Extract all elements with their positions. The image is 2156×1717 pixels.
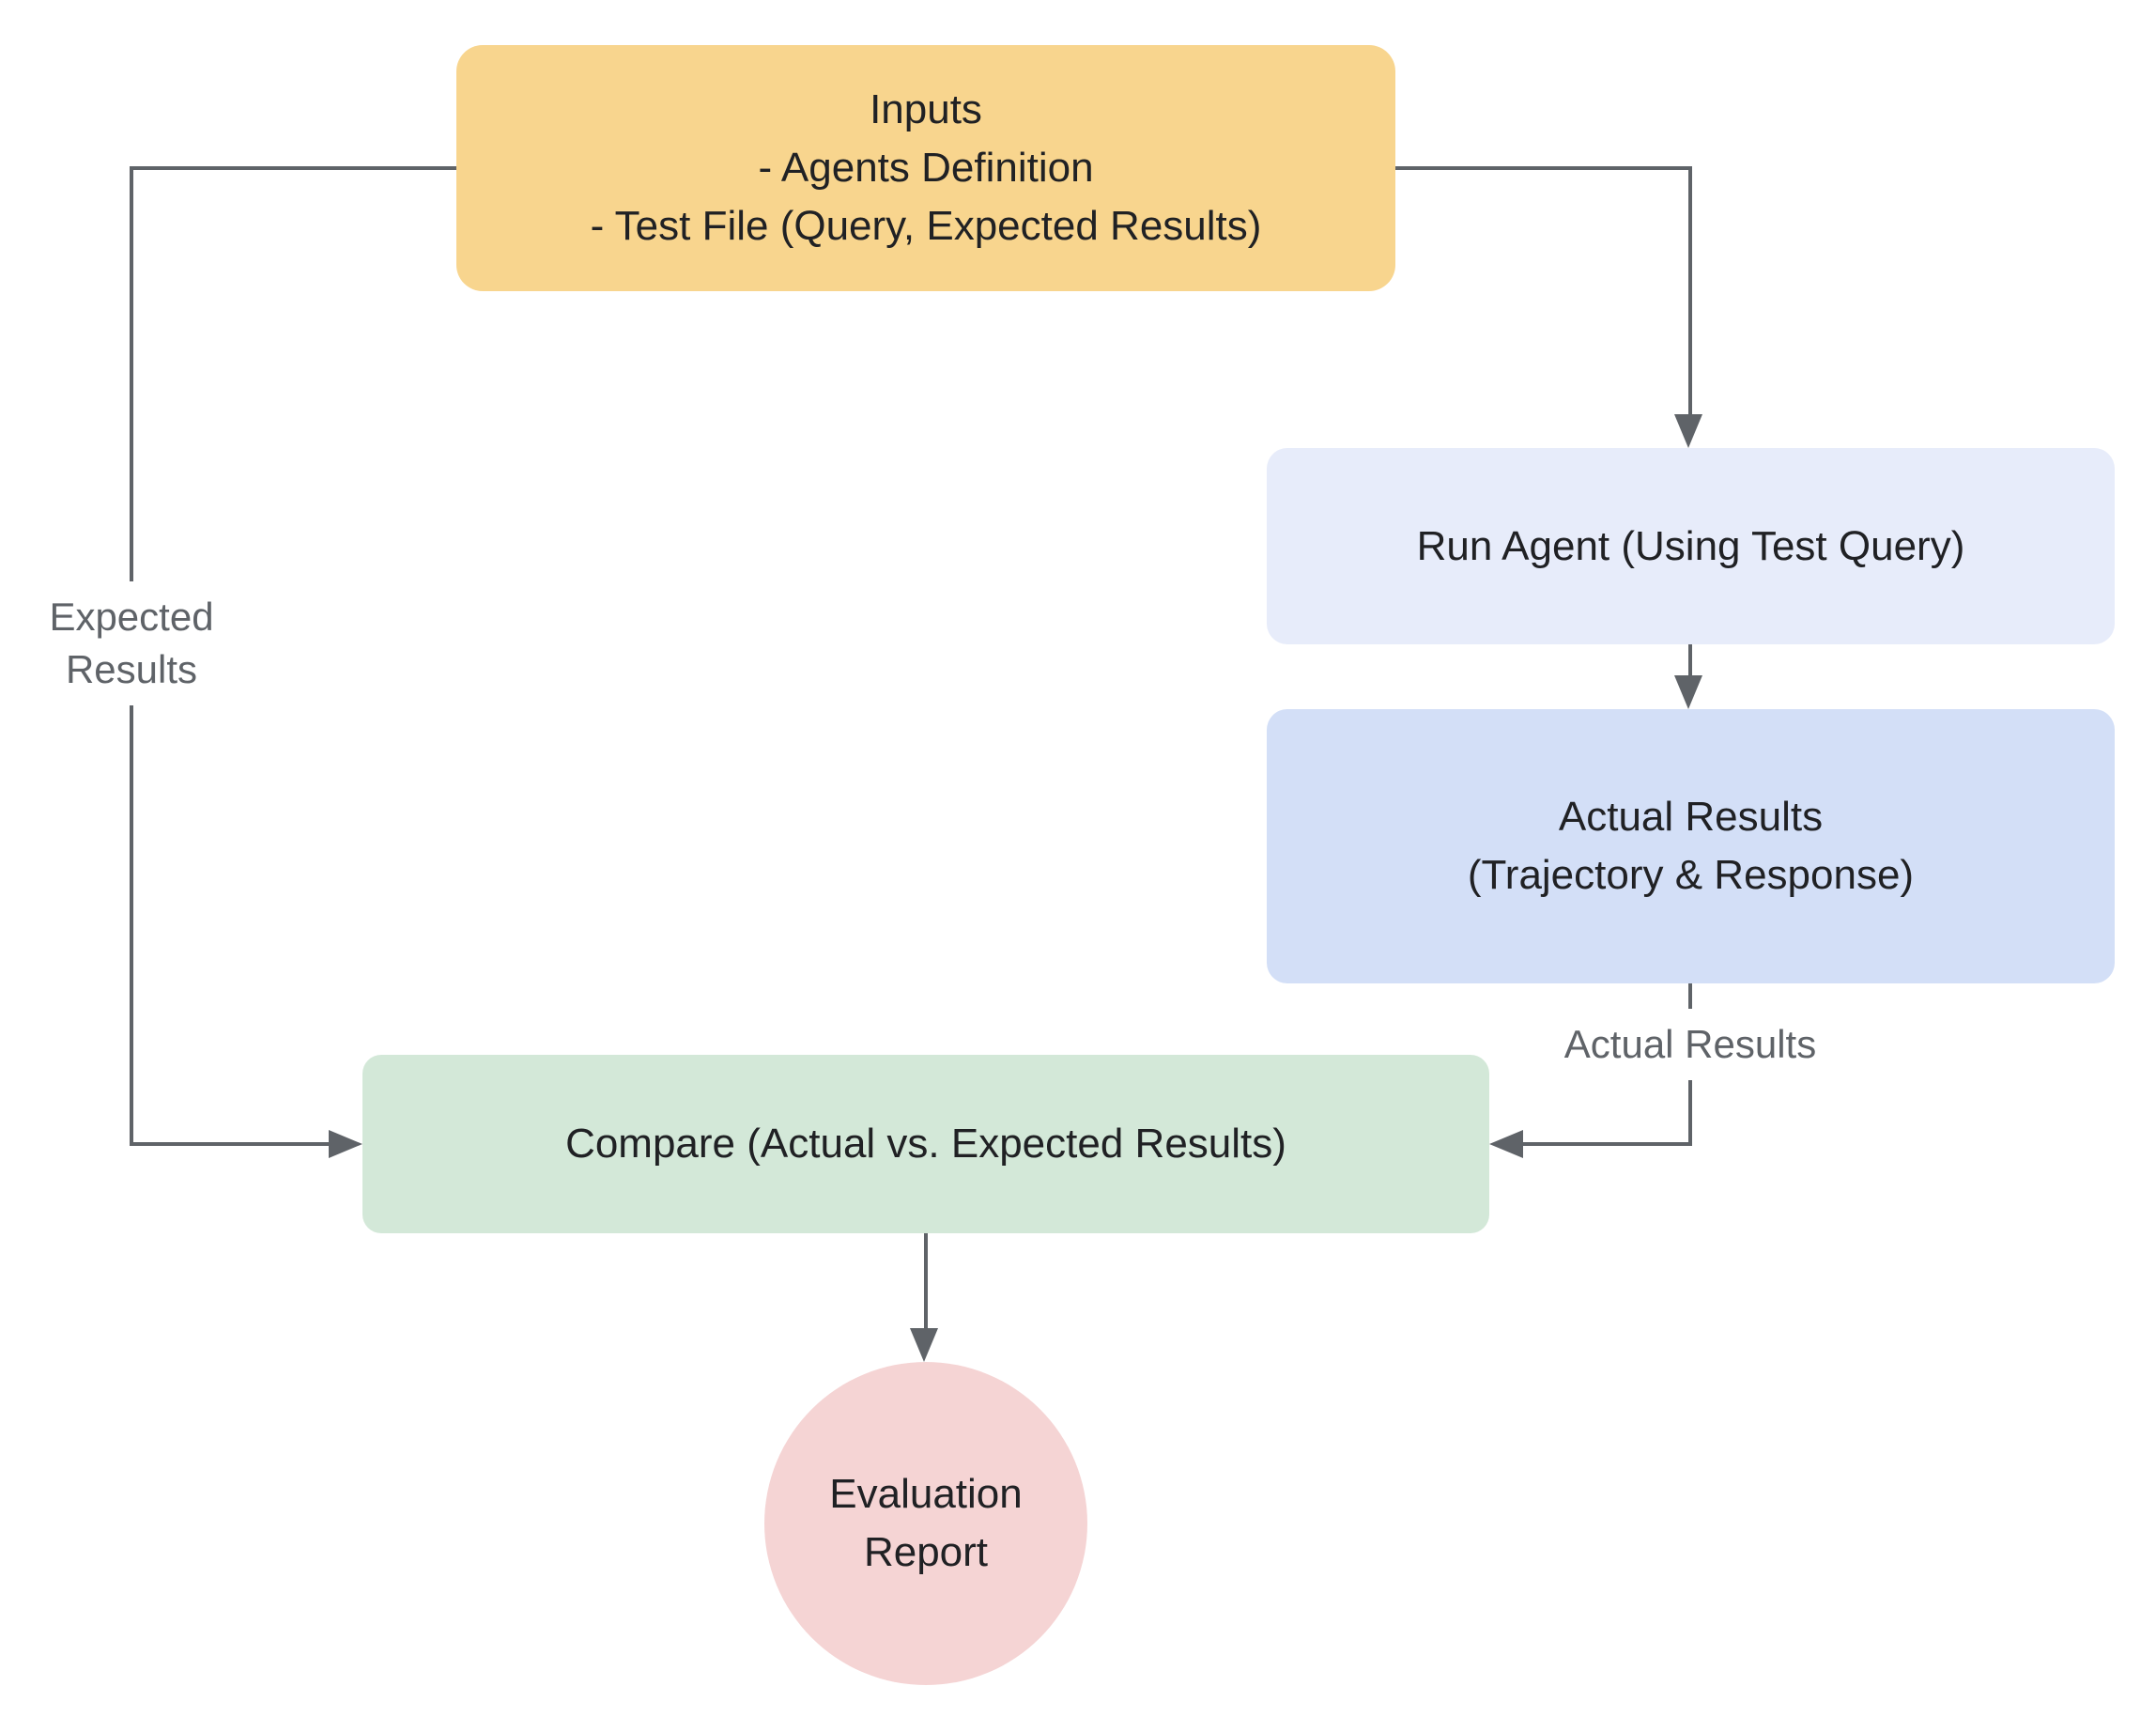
connector-inputs-to-run-agent-top [1395, 166, 1692, 170]
node-inputs-item-test-file: - Test File (Query, Expected Results) [590, 203, 1262, 249]
edge-label-expected-line2: Results [65, 647, 198, 691]
connector-compare-to-report [924, 1233, 928, 1328]
connector-expected-results-top [130, 166, 456, 170]
arrowhead-into-actual-results-icon [1674, 675, 1702, 709]
edge-label-actual-results: Actual Results [1548, 1009, 1832, 1080]
arrowhead-into-run-agent-icon [1674, 414, 1702, 448]
node-compare-label: Compare (Actual vs. Expected Results) [565, 1121, 1286, 1167]
node-run-agent-label: Run Agent (Using Test Query) [1416, 522, 1965, 569]
arrowhead-into-report-icon [910, 1328, 938, 1362]
arrowhead-into-compare-right-icon [1489, 1130, 1523, 1158]
edge-label-actual-text: Actual Results [1563, 1022, 1817, 1066]
arrowhead-into-compare-left-icon [329, 1130, 362, 1158]
node-evaluation-report-line1: Evaluation [829, 1471, 1023, 1517]
node-compare: Compare (Actual vs. Expected Results) [362, 1055, 1489, 1233]
node-actual-results-line2: (Trajectory & Response) [1467, 852, 1915, 898]
node-inputs-item-agents-definition: - Agents Definition [758, 145, 1094, 191]
node-evaluation-report: Evaluation Report [764, 1362, 1087, 1685]
edge-label-expected-line1: Expected [49, 595, 214, 639]
connector-expected-results-bottom [130, 1142, 331, 1146]
connector-run-agent-to-actual-results [1688, 644, 1692, 675]
node-run-agent: Run Agent (Using Test Query) [1267, 448, 2115, 644]
node-inputs: Inputs - Agents Definition - Test File (… [456, 45, 1395, 291]
node-inputs-title: Inputs [870, 86, 982, 132]
node-actual-results-line1: Actual Results [1558, 794, 1824, 840]
node-evaluation-report-line2: Report [863, 1529, 989, 1575]
node-actual-results: Actual Results (Trajectory & Response) [1267, 709, 2115, 983]
edge-label-expected-results: Expected Results [34, 581, 229, 705]
connector-inputs-to-run-agent-vertical [1688, 166, 1692, 414]
connector-actual-results-horizontal [1521, 1142, 1690, 1146]
